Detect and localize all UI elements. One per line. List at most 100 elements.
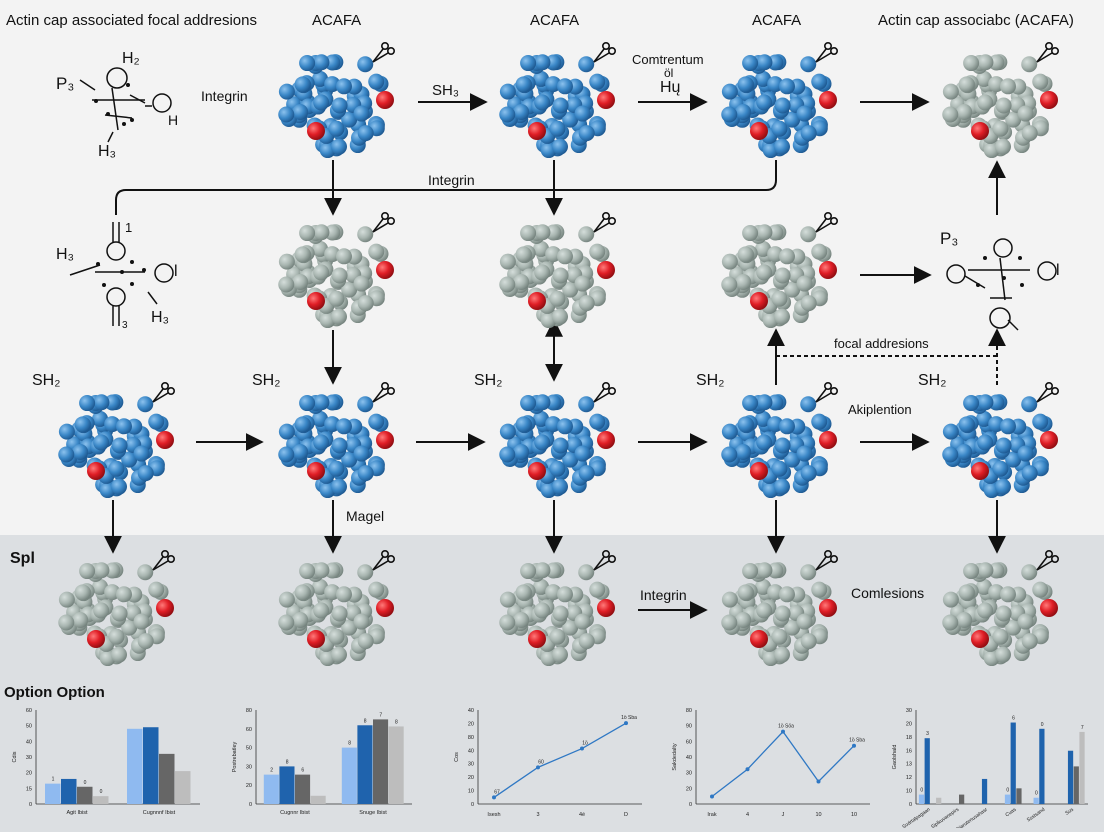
actin-bead — [357, 633, 374, 650]
actin-bead — [1021, 125, 1038, 142]
actin-bead — [773, 646, 790, 663]
actin-bead — [278, 106, 295, 123]
actin-bead — [357, 125, 374, 142]
focal-adhesion-bead — [750, 630, 768, 648]
label-magel: Magel — [346, 508, 385, 524]
data-label: 1ö Sba — [621, 715, 637, 721]
data-label: 60 — [538, 759, 544, 765]
chem-structure-2-dots — [96, 260, 146, 287]
actin-bead — [977, 562, 994, 579]
actin-bead — [520, 55, 537, 72]
data-point — [624, 721, 628, 726]
actin-bead — [976, 578, 993, 595]
actin-bead — [963, 395, 980, 412]
actin-bead — [1021, 465, 1038, 482]
data-point — [580, 746, 584, 751]
actin-bead — [773, 478, 790, 495]
focal-adhesion-bead — [307, 122, 325, 140]
focal-adhesion-bead — [87, 462, 105, 480]
actin-bead — [942, 614, 959, 631]
actin-bead — [556, 418, 573, 435]
y-axis-label: Cdis — [12, 751, 18, 762]
focal-adhesion-bead — [376, 431, 394, 449]
bar — [1010, 722, 1016, 804]
scissors-icon — [372, 549, 395, 571]
x-tick-label: Cugnnnf Ibist — [143, 810, 176, 816]
chem3-right: l — [1056, 262, 1060, 279]
actin-bead — [299, 225, 316, 242]
y-tick-label: 15 — [26, 786, 32, 792]
actin-bead — [742, 395, 759, 412]
label-sh-arrow: SH₃ — [432, 82, 459, 99]
actin-bead — [294, 76, 311, 93]
data-label: 1ö Sba — [849, 738, 865, 744]
actin-bead — [1021, 396, 1038, 413]
focal-adhesion-bead — [528, 292, 546, 310]
label-sh2-r3-c4: SH₂ — [696, 372, 725, 389]
actin-bead — [800, 125, 817, 142]
actin-bead — [721, 423, 738, 440]
actin-bead — [796, 275, 813, 292]
actin-bead — [341, 619, 358, 636]
bar — [279, 766, 295, 804]
scissors-icon — [372, 381, 395, 403]
actin-bead — [756, 94, 773, 111]
protein-complex — [499, 224, 615, 329]
protein-complex — [721, 224, 837, 329]
y-tick-label: 20 — [468, 775, 474, 781]
actin-bead — [737, 76, 754, 93]
focal-adhesion-bead — [819, 91, 837, 109]
protein-complex — [721, 394, 837, 499]
actin-bead — [328, 290, 345, 307]
bar — [924, 738, 930, 804]
actin-bead — [353, 275, 370, 292]
data-point — [536, 765, 540, 770]
actin-bead — [278, 253, 295, 270]
actin-bead — [499, 253, 516, 270]
bar — [1079, 731, 1085, 804]
y-tick-label: 20 — [468, 721, 474, 727]
actin-bead — [341, 451, 358, 468]
actin-bead — [562, 619, 579, 636]
x-tick-label: Sus — [1064, 806, 1075, 816]
actin-bead — [755, 410, 772, 427]
data-label: 0 — [1006, 788, 1009, 794]
actin-bead — [534, 394, 551, 411]
actin-bead — [335, 248, 352, 265]
x-tick-label: Isesh — [487, 812, 500, 818]
actin-bead — [999, 418, 1016, 435]
actin-bead — [995, 605, 1012, 622]
actin-bead — [341, 111, 358, 128]
focal-adhesion-bead — [307, 630, 325, 648]
label-akiplention: Akiplention — [848, 402, 912, 417]
y-tick-label: 60 — [26, 708, 32, 714]
y-tick-label: 40 — [468, 708, 474, 714]
actin-bead — [721, 591, 738, 608]
actin-bead — [292, 103, 309, 120]
focal-adhesion-bead — [750, 292, 768, 310]
bar-chart-3: 010121316182030Gaolshald03SodrtalpagaanS… — [892, 708, 1088, 828]
label-integrin-top: Integrin — [201, 88, 248, 104]
actin-bead — [796, 105, 813, 122]
actin-bead — [800, 396, 817, 413]
scissors-icon — [815, 212, 838, 233]
actin-bead — [534, 264, 551, 281]
actin-bead — [368, 243, 385, 260]
actin-bead — [977, 434, 994, 451]
actin-bead — [963, 563, 980, 580]
actin-bead — [800, 295, 817, 312]
actin-bead — [552, 267, 569, 284]
actin-bead — [721, 276, 738, 293]
actin-bead — [299, 55, 316, 72]
actin-bead — [958, 416, 975, 433]
x-tick-label: Ssstsand — [1026, 807, 1046, 824]
actin-bead — [735, 611, 752, 628]
chem2-h-left: H₃ — [56, 246, 75, 263]
actin-bead — [942, 106, 959, 123]
actin-bead — [499, 591, 516, 608]
actin-bead — [330, 308, 347, 325]
actin-bead — [549, 628, 566, 645]
x-tick-label: Diarutenusahasr — [955, 807, 989, 828]
actin-bead — [331, 267, 348, 284]
focal-adhesion-bead — [528, 122, 546, 140]
